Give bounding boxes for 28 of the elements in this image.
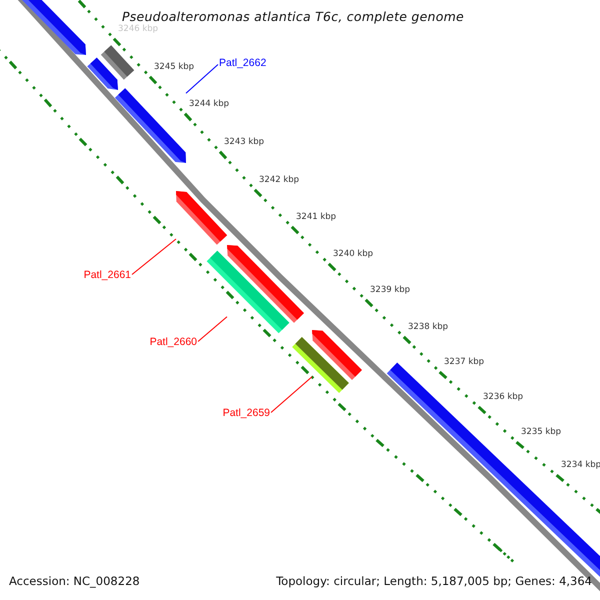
gene-label: Patl_2659 [222, 408, 270, 418]
genome-summary-text: Topology: circular; Length: 5,187,005 bp; Genes: 4,364 [276, 576, 592, 588]
gene-feature [114, 88, 186, 163]
accession-text: Accession: NC_008228 [9, 576, 140, 588]
scale-label: 3244 kbp [189, 100, 230, 108]
scale-label: 3240 kbp [333, 250, 374, 258]
gene-feature [206, 250, 290, 334]
leader-line [198, 316, 228, 342]
scale-label: 3243 kbp [224, 138, 264, 146]
gene-label: Patl_2660 [150, 336, 197, 347]
scale-label: 3237 kbp [444, 358, 484, 366]
leader-line [132, 238, 176, 275]
scale-label: 3241 kbp [296, 212, 336, 221]
diagram-title: Pseudoalteromonas atlantica T6c, complete genome [122, 11, 464, 24]
gene-feature [292, 336, 349, 394]
scale-label: 3246 kbp [118, 24, 158, 33]
gene-feature [176, 191, 228, 245]
scale-label: 3239 kbp [370, 286, 410, 294]
gene-label: Patl_2661 [84, 270, 131, 280]
gene-feature [87, 57, 118, 90]
scale-label: 3236 kbp [483, 392, 524, 401]
scale-label: 3235 kbp [521, 428, 562, 436]
leader-line [270, 376, 312, 413]
scale-label: 3242 kbp [259, 176, 300, 184]
scale-label: 3245 kbp [154, 62, 194, 71]
scale-label: 3238 kbp [408, 322, 448, 331]
gene-label: Patl_2662 [219, 58, 266, 68]
leader-line [186, 64, 218, 94]
